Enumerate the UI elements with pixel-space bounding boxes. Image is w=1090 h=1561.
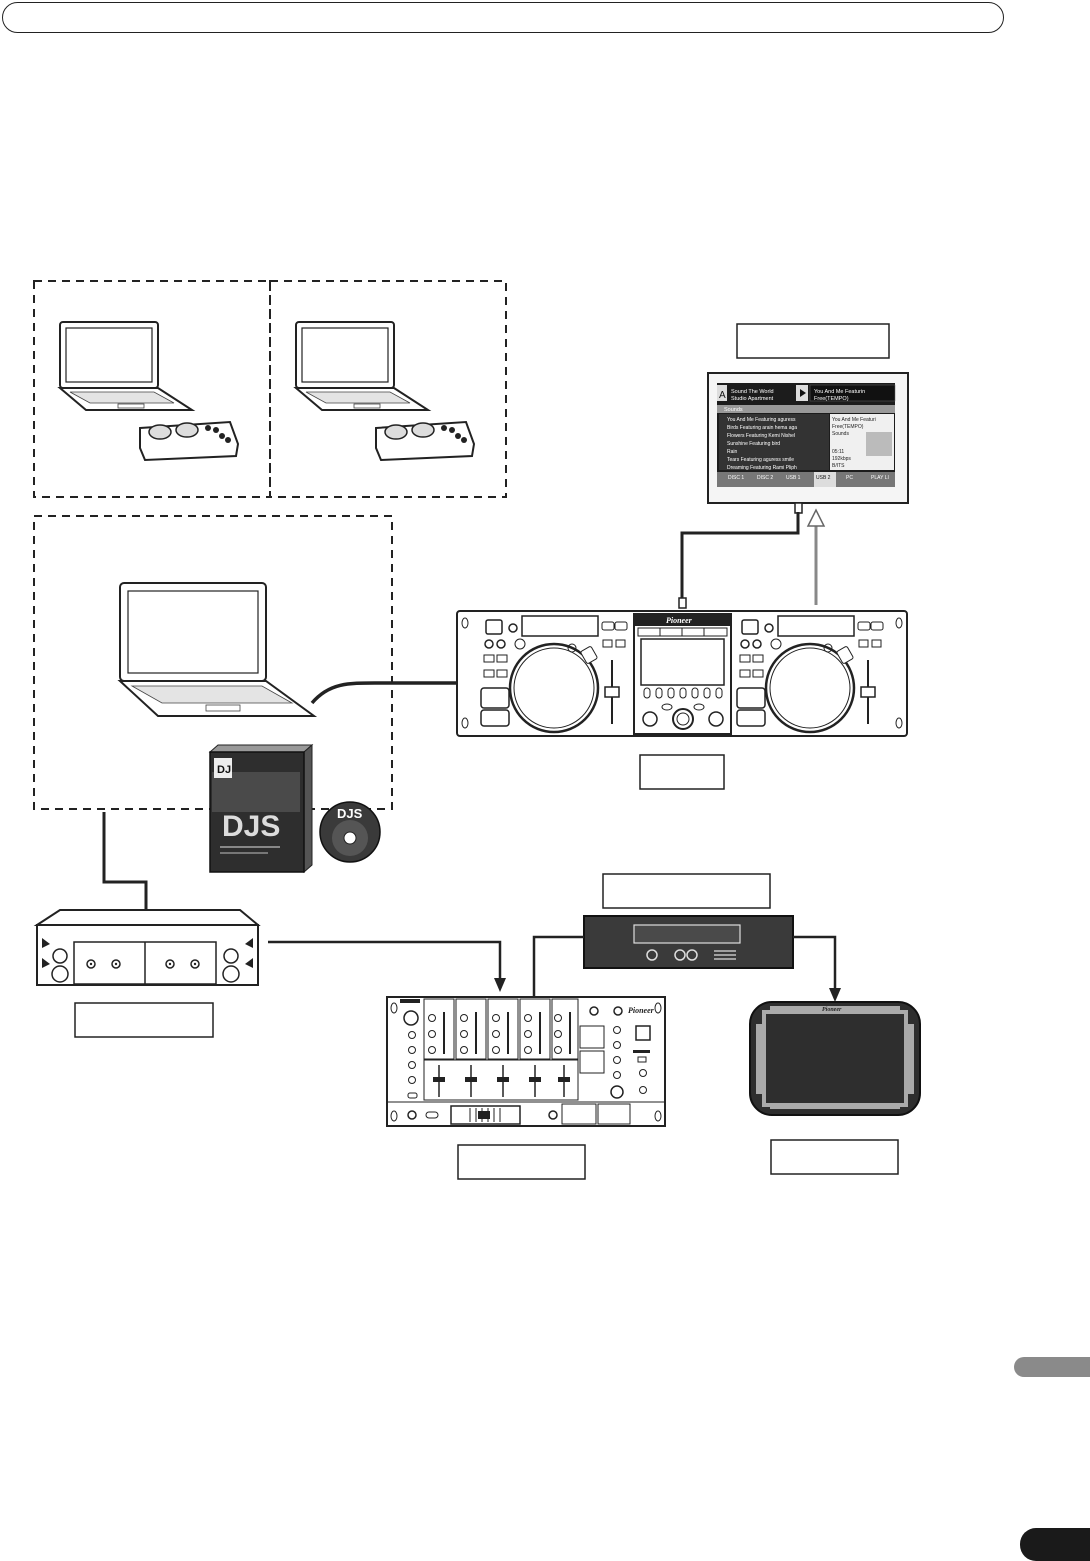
monitor-track-4: Sunshine Featuring bird [727, 441, 780, 447]
monitor-track-2: Birds Featuring arain hema aga [727, 425, 797, 431]
monitor: A Sound The World Studio Apartment You A… [707, 372, 909, 514]
monitor-tab-1: DISC 1 [728, 475, 744, 481]
cable-receiver-to-mixer [268, 940, 502, 980]
monitor-track-3: Flowers Featuring Kemi Nishel [727, 433, 795, 439]
monitor-deck-a-letter: A [719, 390, 726, 401]
dj-controller-1 [139, 420, 240, 462]
power-amplifier [583, 915, 794, 969]
software-brand-badge-text: DJ [217, 764, 231, 776]
cable-player-to-monitor [680, 512, 800, 606]
monitor-info-6: B/ITS [832, 463, 845, 469]
dj-player: Pioneer [456, 610, 908, 737]
cable-amp-to-mixer [532, 935, 584, 998]
dashed-group-controller-1 [33, 280, 271, 498]
label-box-mixer [457, 1144, 586, 1180]
monitor-tab-2: DISC 2 [757, 475, 773, 481]
cable-amp-to-speaker [793, 935, 837, 990]
software-package: DJ DJS [208, 743, 314, 874]
speaker: Pioneer [749, 1001, 921, 1116]
mixer-channels [423, 998, 579, 1101]
dj-controller-2 [375, 420, 476, 462]
mixer-brand: Pioneer [628, 1006, 655, 1015]
monitor-tab-5: PC [846, 475, 853, 481]
monitor-list-header: Sounds [724, 407, 743, 413]
monitor-deck-b-title: You And Me Featurin [814, 389, 865, 395]
receiver-unit [33, 909, 261, 986]
speaker-brand: Pioneer [822, 1007, 842, 1013]
monitor-deck-a-artist: Studio Apartment [731, 396, 774, 402]
monitor-track-7: Dreaming Featuring Rami Pliph [727, 465, 797, 471]
arrow-down-speaker [829, 988, 841, 1002]
header-bar [2, 2, 1004, 33]
monitor-info-1: You And Me Featuri [832, 417, 876, 423]
monitor-track-6: Tears Featuring aguress smile [727, 457, 794, 463]
label-box-speaker [770, 1139, 899, 1175]
laptop-2 [293, 321, 432, 411]
arrow-up-signal [806, 508, 826, 605]
monitor-tab-3: USB 1 [786, 475, 801, 481]
cable-laptop-to-receiver [102, 812, 148, 910]
cable-laptop-to-player [310, 681, 460, 705]
label-box-player [639, 754, 725, 790]
monitor-track-1: You And Me Featuring aguress [727, 417, 796, 423]
laptop-1 [57, 321, 196, 411]
arrow-down-mixer [494, 978, 506, 992]
monitor-info-3: Sounds [832, 431, 849, 437]
dashed-group-controller-2 [269, 280, 507, 498]
monitor-info-2: Free(TEMPO) [832, 424, 864, 430]
label-box-amplifier [602, 873, 771, 909]
page-number-tab [1020, 1528, 1090, 1561]
laptop-3 [117, 582, 318, 717]
disc-label: DJS [337, 806, 363, 821]
monitor-info-5: 192kbps [832, 456, 851, 462]
software-disc: DJS [319, 801, 381, 863]
monitor-info-4: 05:11 [832, 449, 844, 455]
software-brand-badge [214, 758, 232, 778]
side-tab [1014, 1357, 1090, 1377]
monitor-deck-b-artist: Free(TEMPO) [814, 396, 849, 402]
monitor-tab-6: PLAY LI [871, 475, 889, 481]
label-box-monitor [736, 323, 890, 359]
label-box-receiver [74, 1002, 214, 1038]
player-brand: Pioneer [666, 616, 693, 625]
software-product-name: DJS [222, 810, 280, 843]
monitor-deck-a-title: Sound The World [731, 389, 774, 395]
monitor-tab-4: USB 2 [816, 475, 831, 481]
dj-mixer: Pioneer [386, 996, 666, 1127]
connector-player-top [678, 597, 687, 609]
monitor-track-5: Rain [727, 449, 738, 455]
